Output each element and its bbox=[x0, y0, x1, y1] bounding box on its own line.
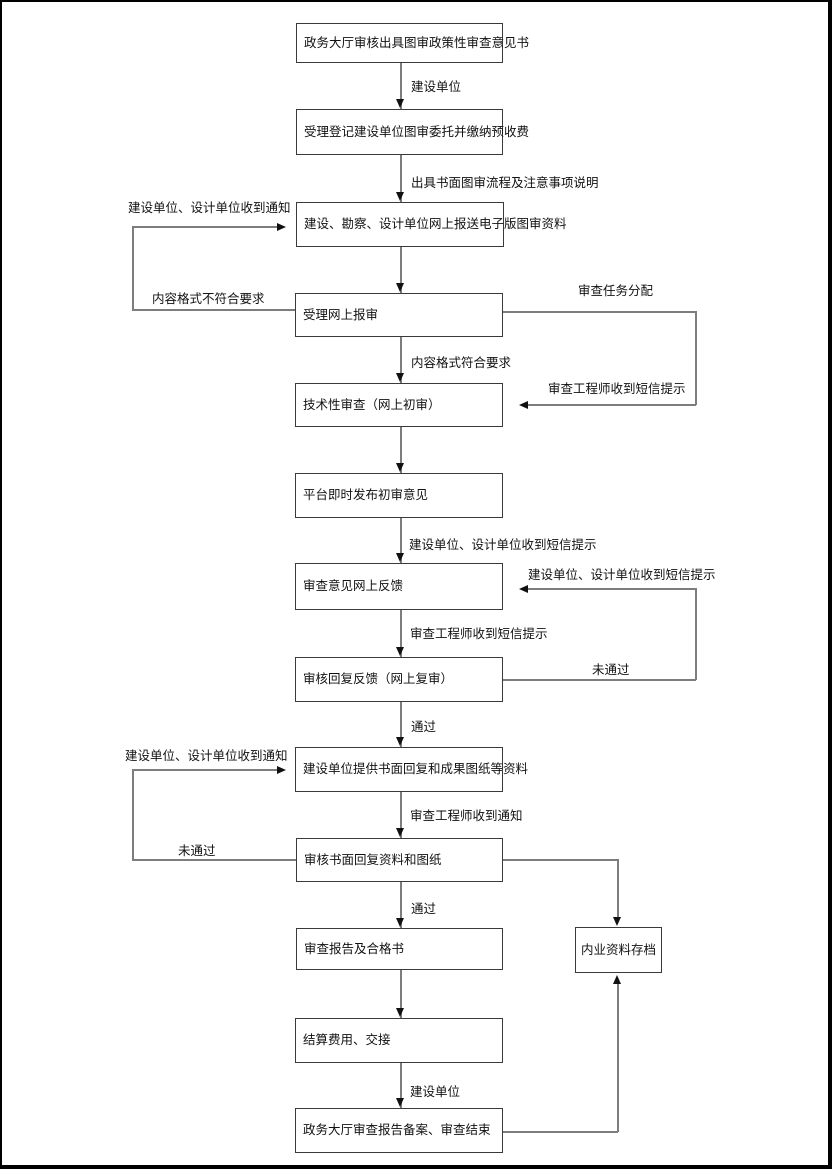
arrow-down-icon bbox=[396, 192, 404, 201]
node-feedback-online: 审查意见网上反馈 bbox=[295, 563, 503, 610]
edge-label: 通过 bbox=[411, 901, 437, 916]
node-policy-opinion: 政务大厅审核出具图审政策性审查意见书 bbox=[296, 23, 529, 63]
connector-line bbox=[400, 63, 402, 109]
connector-line bbox=[503, 859, 618, 861]
arrow-down-icon bbox=[396, 463, 404, 472]
edge-label: 建设单位、设计单位收到短信提示 bbox=[528, 567, 716, 582]
node-online-submission: 建设、勘察、设计单位网上报送电子版图审资料 bbox=[296, 202, 567, 247]
connector-line bbox=[400, 247, 402, 293]
node-provide-written-reply: 建设单位提供书面回复和成果图纸等资料 bbox=[295, 747, 528, 792]
connector-line bbox=[503, 311, 696, 313]
edge-label: 审查任务分配 bbox=[578, 283, 654, 298]
connector-line bbox=[400, 1063, 402, 1108]
edge-label: 建设单位 bbox=[410, 1084, 461, 1099]
connector-line bbox=[528, 404, 696, 406]
node-verify-written-reply: 审核书面回复资料和图纸 bbox=[296, 838, 503, 882]
connector-line bbox=[132, 309, 295, 311]
arrow-down-icon bbox=[396, 647, 404, 656]
arrow-down-icon bbox=[396, 283, 404, 292]
arrow-down-icon bbox=[396, 1008, 404, 1017]
arrow-down-icon bbox=[613, 917, 621, 926]
connector-line bbox=[132, 769, 278, 771]
connector-line bbox=[695, 588, 697, 680]
arrow-down-icon bbox=[396, 1098, 404, 1107]
node-settle-fees: 结算费用、交接 bbox=[295, 1018, 503, 1063]
arrow-right-icon bbox=[277, 766, 286, 774]
arrow-down-icon bbox=[396, 828, 404, 837]
node-filing-end: 政务大厅审查报告备案、审查结束 bbox=[295, 1108, 503, 1153]
node-registration: 受理登记建设单位图审委托并缴纳预收费 bbox=[296, 109, 529, 155]
node-report-certificate: 审查报告及合格书 bbox=[296, 928, 503, 970]
arrow-down-icon bbox=[396, 553, 404, 562]
arrow-right-icon bbox=[277, 223, 286, 231]
arrow-down-icon bbox=[396, 737, 404, 746]
node-accept-online: 受理网上报审 bbox=[295, 293, 503, 337]
edge-label: 审查工程师收到短信提示 bbox=[410, 626, 548, 641]
connector-line bbox=[400, 610, 402, 657]
edge-label: 建设单位、设计单位收到通知 bbox=[125, 748, 288, 763]
connector-line bbox=[400, 337, 402, 383]
connector-line bbox=[528, 588, 696, 590]
edge-label: 通过 bbox=[411, 719, 437, 734]
connector-line bbox=[617, 984, 619, 1132]
connector-line bbox=[132, 859, 296, 861]
node-reply-review: 审核回复反馈（网上复审） bbox=[295, 657, 503, 702]
edge-label: 未通过 bbox=[178, 843, 216, 858]
arrow-down-icon bbox=[396, 373, 404, 382]
node-archive: 内业资料存档 bbox=[575, 927, 662, 973]
edge-label: 未通过 bbox=[592, 662, 630, 677]
arrow-left-icon bbox=[519, 401, 528, 409]
edge-label: 出具书面图审流程及注意事项说明 bbox=[411, 175, 599, 190]
edge-label: 审查工程师收到通知 bbox=[410, 808, 523, 823]
connector-line bbox=[132, 226, 134, 310]
connector-line bbox=[400, 155, 402, 202]
arrow-down-icon bbox=[396, 99, 404, 108]
connector-line bbox=[503, 1131, 618, 1133]
connector-line bbox=[132, 769, 134, 860]
connector-line bbox=[503, 679, 696, 681]
edge-label: 建设单位、设计单位收到通知 bbox=[128, 200, 291, 215]
edge-label: 内容格式不符合要求 bbox=[152, 291, 265, 306]
arrow-down-icon bbox=[396, 918, 404, 927]
edge-label: 建设单位 bbox=[411, 79, 462, 94]
connector-line bbox=[400, 702, 402, 747]
arrow-left-icon bbox=[519, 585, 528, 593]
connector-line bbox=[617, 859, 619, 917]
connector-line bbox=[695, 311, 697, 405]
connector-line bbox=[400, 792, 402, 838]
edge-label: 建设单位、设计单位收到短信提示 bbox=[409, 537, 597, 552]
node-technical-review: 技术性审查（网上初审） bbox=[295, 383, 503, 427]
connector-line bbox=[400, 882, 402, 928]
connector-line bbox=[400, 427, 402, 473]
connector-line bbox=[132, 226, 278, 228]
edge-label: 审查工程师收到短信提示 bbox=[548, 381, 686, 396]
edge-label: 内容格式符合要求 bbox=[411, 355, 512, 370]
arrow-up-icon bbox=[613, 975, 621, 984]
connector-line bbox=[400, 970, 402, 1018]
node-publish-opinion: 平台即时发布初审意见 bbox=[295, 473, 503, 518]
connector-line bbox=[400, 518, 402, 563]
